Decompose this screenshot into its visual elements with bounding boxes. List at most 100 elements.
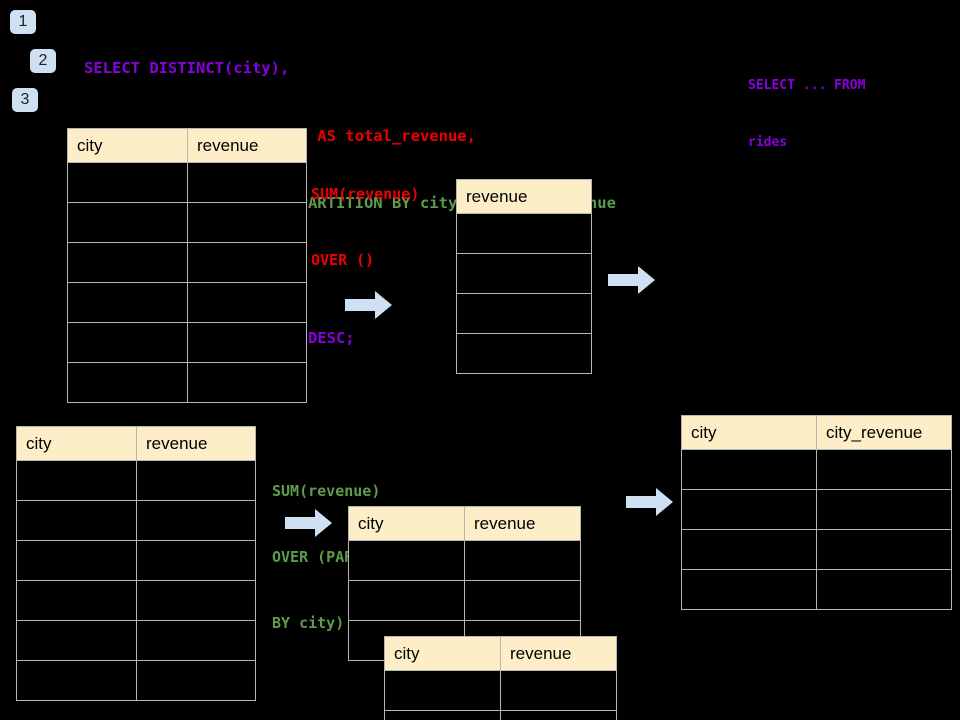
table-body <box>456 213 592 374</box>
table-cell <box>464 580 581 621</box>
column-header-city: city <box>681 415 817 450</box>
table-header-row: city revenue <box>67 128 307 163</box>
table-row <box>67 242 307 283</box>
table-row <box>681 529 952 570</box>
table-cell <box>187 202 307 243</box>
table-total-revenue: revenue <box>456 179 592 374</box>
table-row <box>16 540 256 581</box>
table-row <box>16 620 256 661</box>
table-row <box>348 580 581 621</box>
table-cell <box>187 162 307 203</box>
table-row <box>16 460 256 501</box>
table-cell <box>16 460 137 501</box>
table-row <box>384 670 617 711</box>
table-rides-source: city revenue <box>67 128 307 403</box>
arrow-source-to-partition-icon <box>285 508 333 538</box>
table-cell <box>136 620 256 661</box>
annotation-city-revenue-line-1: SUM(revenue) <box>272 482 381 500</box>
table-cell <box>464 540 581 581</box>
table-row <box>16 500 256 541</box>
annotation-total-revenue-line-1: SUM(revenue) <box>311 185 420 203</box>
arrow-partition-to-result-icon <box>626 487 674 517</box>
column-header-revenue: revenue <box>136 426 256 461</box>
sql-line-select: SELECT DISTINCT(city), <box>84 59 290 77</box>
column-header-city-revenue: city_revenue <box>816 415 952 450</box>
table-cell <box>187 322 307 363</box>
annotation-source-query-line-1: SELECT ... FROM <box>748 78 866 93</box>
table-row <box>456 293 592 334</box>
table-header-row: revenue <box>456 179 592 214</box>
table-cell <box>500 710 617 720</box>
annotation-total-revenue-line-2: OVER () <box>311 251 375 269</box>
table-body <box>384 670 617 720</box>
table-header-row: city city_revenue <box>681 415 952 450</box>
table-cell <box>16 580 137 621</box>
table-cell <box>348 580 465 621</box>
table-header-row: city revenue <box>384 636 617 671</box>
table-cell <box>67 242 188 283</box>
table-body <box>16 460 256 701</box>
table-cell <box>67 362 188 403</box>
table-row <box>384 710 617 720</box>
table-row <box>348 540 581 581</box>
arrow-source-to-total-icon <box>345 290 393 320</box>
table-cell <box>500 670 617 711</box>
table-cell <box>816 489 952 530</box>
table-row <box>456 213 592 254</box>
table-row <box>681 569 952 610</box>
column-header-city: city <box>67 128 188 163</box>
table-result: city city_revenue <box>681 415 952 610</box>
annotation-total-revenue: SUM(revenue) OVER () <box>311 139 419 315</box>
table-cell <box>16 660 137 701</box>
table-cell <box>16 620 137 661</box>
table-cell <box>816 529 952 570</box>
column-header-city: city <box>16 426 137 461</box>
table-cell <box>136 500 256 541</box>
table-body <box>681 449 952 610</box>
table-cell <box>456 333 592 374</box>
table-cell <box>67 282 188 323</box>
table-cell <box>384 670 501 711</box>
table-cell <box>16 500 137 541</box>
table-cell <box>456 253 592 294</box>
table-cell <box>816 569 952 610</box>
column-header-city: city <box>348 506 465 541</box>
table-cell <box>136 580 256 621</box>
table-row <box>456 253 592 294</box>
table-row <box>67 362 307 403</box>
table-cell <box>136 540 256 581</box>
table-row <box>456 333 592 374</box>
column-header-revenue: revenue <box>187 128 307 163</box>
column-header-revenue: revenue <box>500 636 617 671</box>
step-badge-2: 2 <box>30 49 56 73</box>
table-cell <box>16 540 137 581</box>
table-cell <box>187 282 307 323</box>
table-cell <box>136 460 256 501</box>
table-header-row: city revenue <box>348 506 581 541</box>
step-badge-3: 3 <box>12 88 38 112</box>
table-cell <box>681 489 817 530</box>
arrow-total-to-result-icon <box>608 265 656 295</box>
table-row <box>681 449 952 490</box>
table-rides-partition-source: city revenue <box>16 426 256 701</box>
table-cell <box>187 242 307 283</box>
table-cell <box>681 449 817 490</box>
annotation-source-query-line-2: rides <box>748 135 788 150</box>
table-row <box>67 162 307 203</box>
table-cell <box>456 213 592 254</box>
table-row <box>16 660 256 701</box>
table-cell <box>348 540 465 581</box>
table-cell <box>456 293 592 334</box>
table-partition-group-b: city revenue <box>384 636 617 720</box>
table-row <box>67 202 307 243</box>
table-body <box>67 162 307 403</box>
table-cell <box>67 202 188 243</box>
annotation-source-query: SELECT ... FROM rides <box>748 38 865 190</box>
column-header-revenue: revenue <box>464 506 581 541</box>
table-row <box>67 322 307 363</box>
annotation-city-revenue-line-3: BY city) <box>272 614 345 632</box>
table-cell <box>136 660 256 701</box>
table-row <box>67 282 307 323</box>
table-header-row: city revenue <box>16 426 256 461</box>
